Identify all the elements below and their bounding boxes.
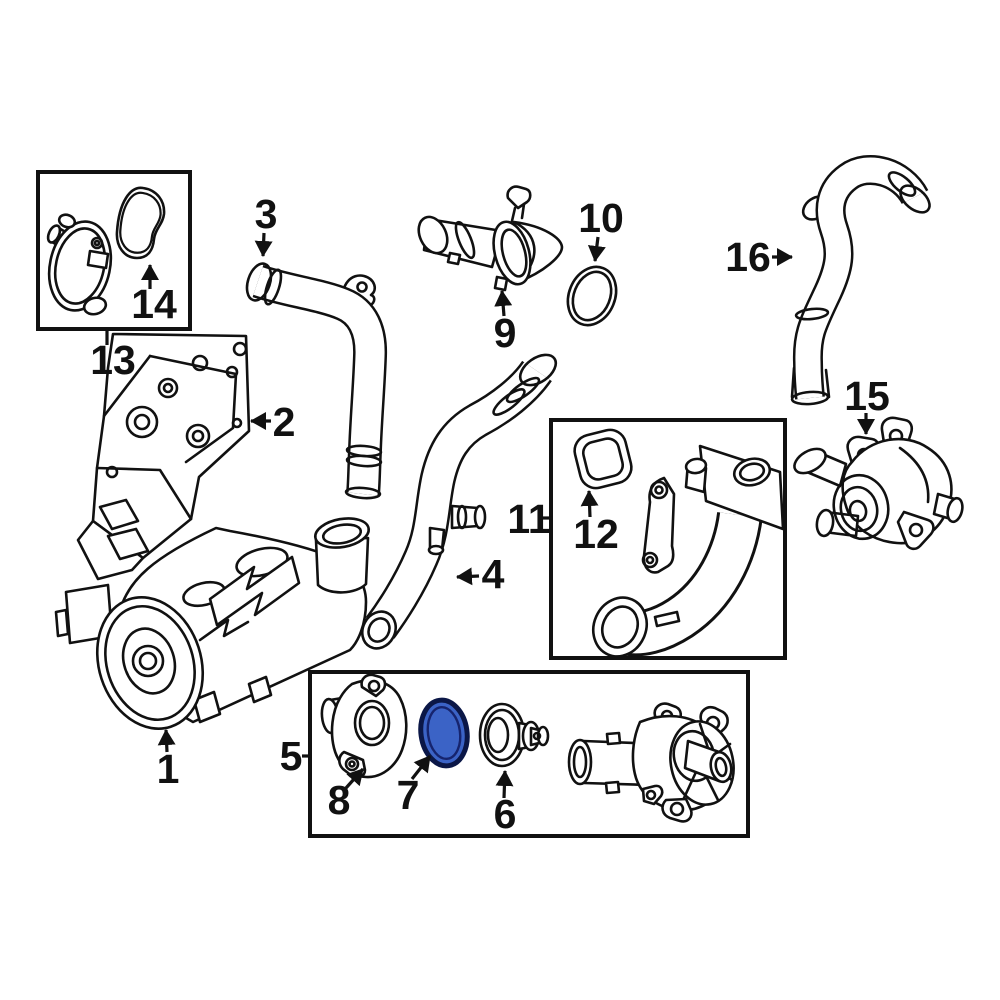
part-9-drawing[interactable] <box>413 185 564 292</box>
part-6-drawing[interactable] <box>478 702 550 768</box>
part-2-drawing[interactable] <box>76 332 251 581</box>
callout-3-arrow <box>254 232 273 257</box>
callout-16-label[interactable]: 16 <box>725 234 771 280</box>
callout-5-label[interactable]: 5 <box>280 733 303 779</box>
part-10-drawing[interactable] <box>559 260 624 333</box>
callout-14-label[interactable]: 14 <box>131 281 177 327</box>
callout-10-arrow <box>587 236 606 262</box>
callout-6-arrow <box>495 770 514 799</box>
part-5-drawing[interactable] <box>567 702 741 823</box>
callout-11-label[interactable]: 11 <box>507 496 550 542</box>
callout-7-label[interactable]: 7 <box>397 772 420 818</box>
callout-10-label[interactable]: 10 <box>578 195 624 241</box>
callout-15-label[interactable]: 15 <box>844 373 890 419</box>
callout-6-label[interactable]: 6 <box>494 791 517 837</box>
part-1-drawing[interactable] <box>54 515 371 743</box>
callout-labels: 1 2 3 4 5 6 7 8 9 10 11 12 13 14 15 16 <box>90 191 890 837</box>
part-14-drawing[interactable] <box>115 186 166 260</box>
callout-12-arrow <box>580 490 599 518</box>
callout-9-arrow <box>494 290 513 317</box>
part-13-drawing[interactable] <box>41 213 118 317</box>
callout-12-label[interactable]: 12 <box>573 511 619 557</box>
part-12-drawing[interactable] <box>571 427 635 492</box>
callout-1-arrow <box>157 729 176 753</box>
part-7-drawing[interactable] <box>417 697 472 769</box>
callout-1-label[interactable]: 1 <box>157 746 180 792</box>
callout-2-label[interactable]: 2 <box>273 399 296 445</box>
part-16-drawing[interactable] <box>790 154 935 406</box>
callout-8-label[interactable]: 8 <box>328 777 351 823</box>
callout-arrows <box>105 232 875 799</box>
part-3-drawing[interactable] <box>243 261 388 500</box>
part-15-drawing[interactable] <box>790 416 964 551</box>
callout-8-arrow <box>344 767 365 790</box>
callout-13-label[interactable]: 13 <box>90 337 136 383</box>
callout-9-label[interactable]: 9 <box>494 310 517 356</box>
part-8-drawing[interactable] <box>320 673 408 779</box>
callout-7-arrow <box>410 755 432 780</box>
part-4-drawing[interactable] <box>356 349 561 655</box>
callout-4-arrow <box>456 567 480 586</box>
callout-4-label[interactable]: 4 <box>482 551 505 597</box>
part-11-drawing[interactable] <box>584 444 785 665</box>
callout-3-label[interactable]: 3 <box>255 191 278 237</box>
